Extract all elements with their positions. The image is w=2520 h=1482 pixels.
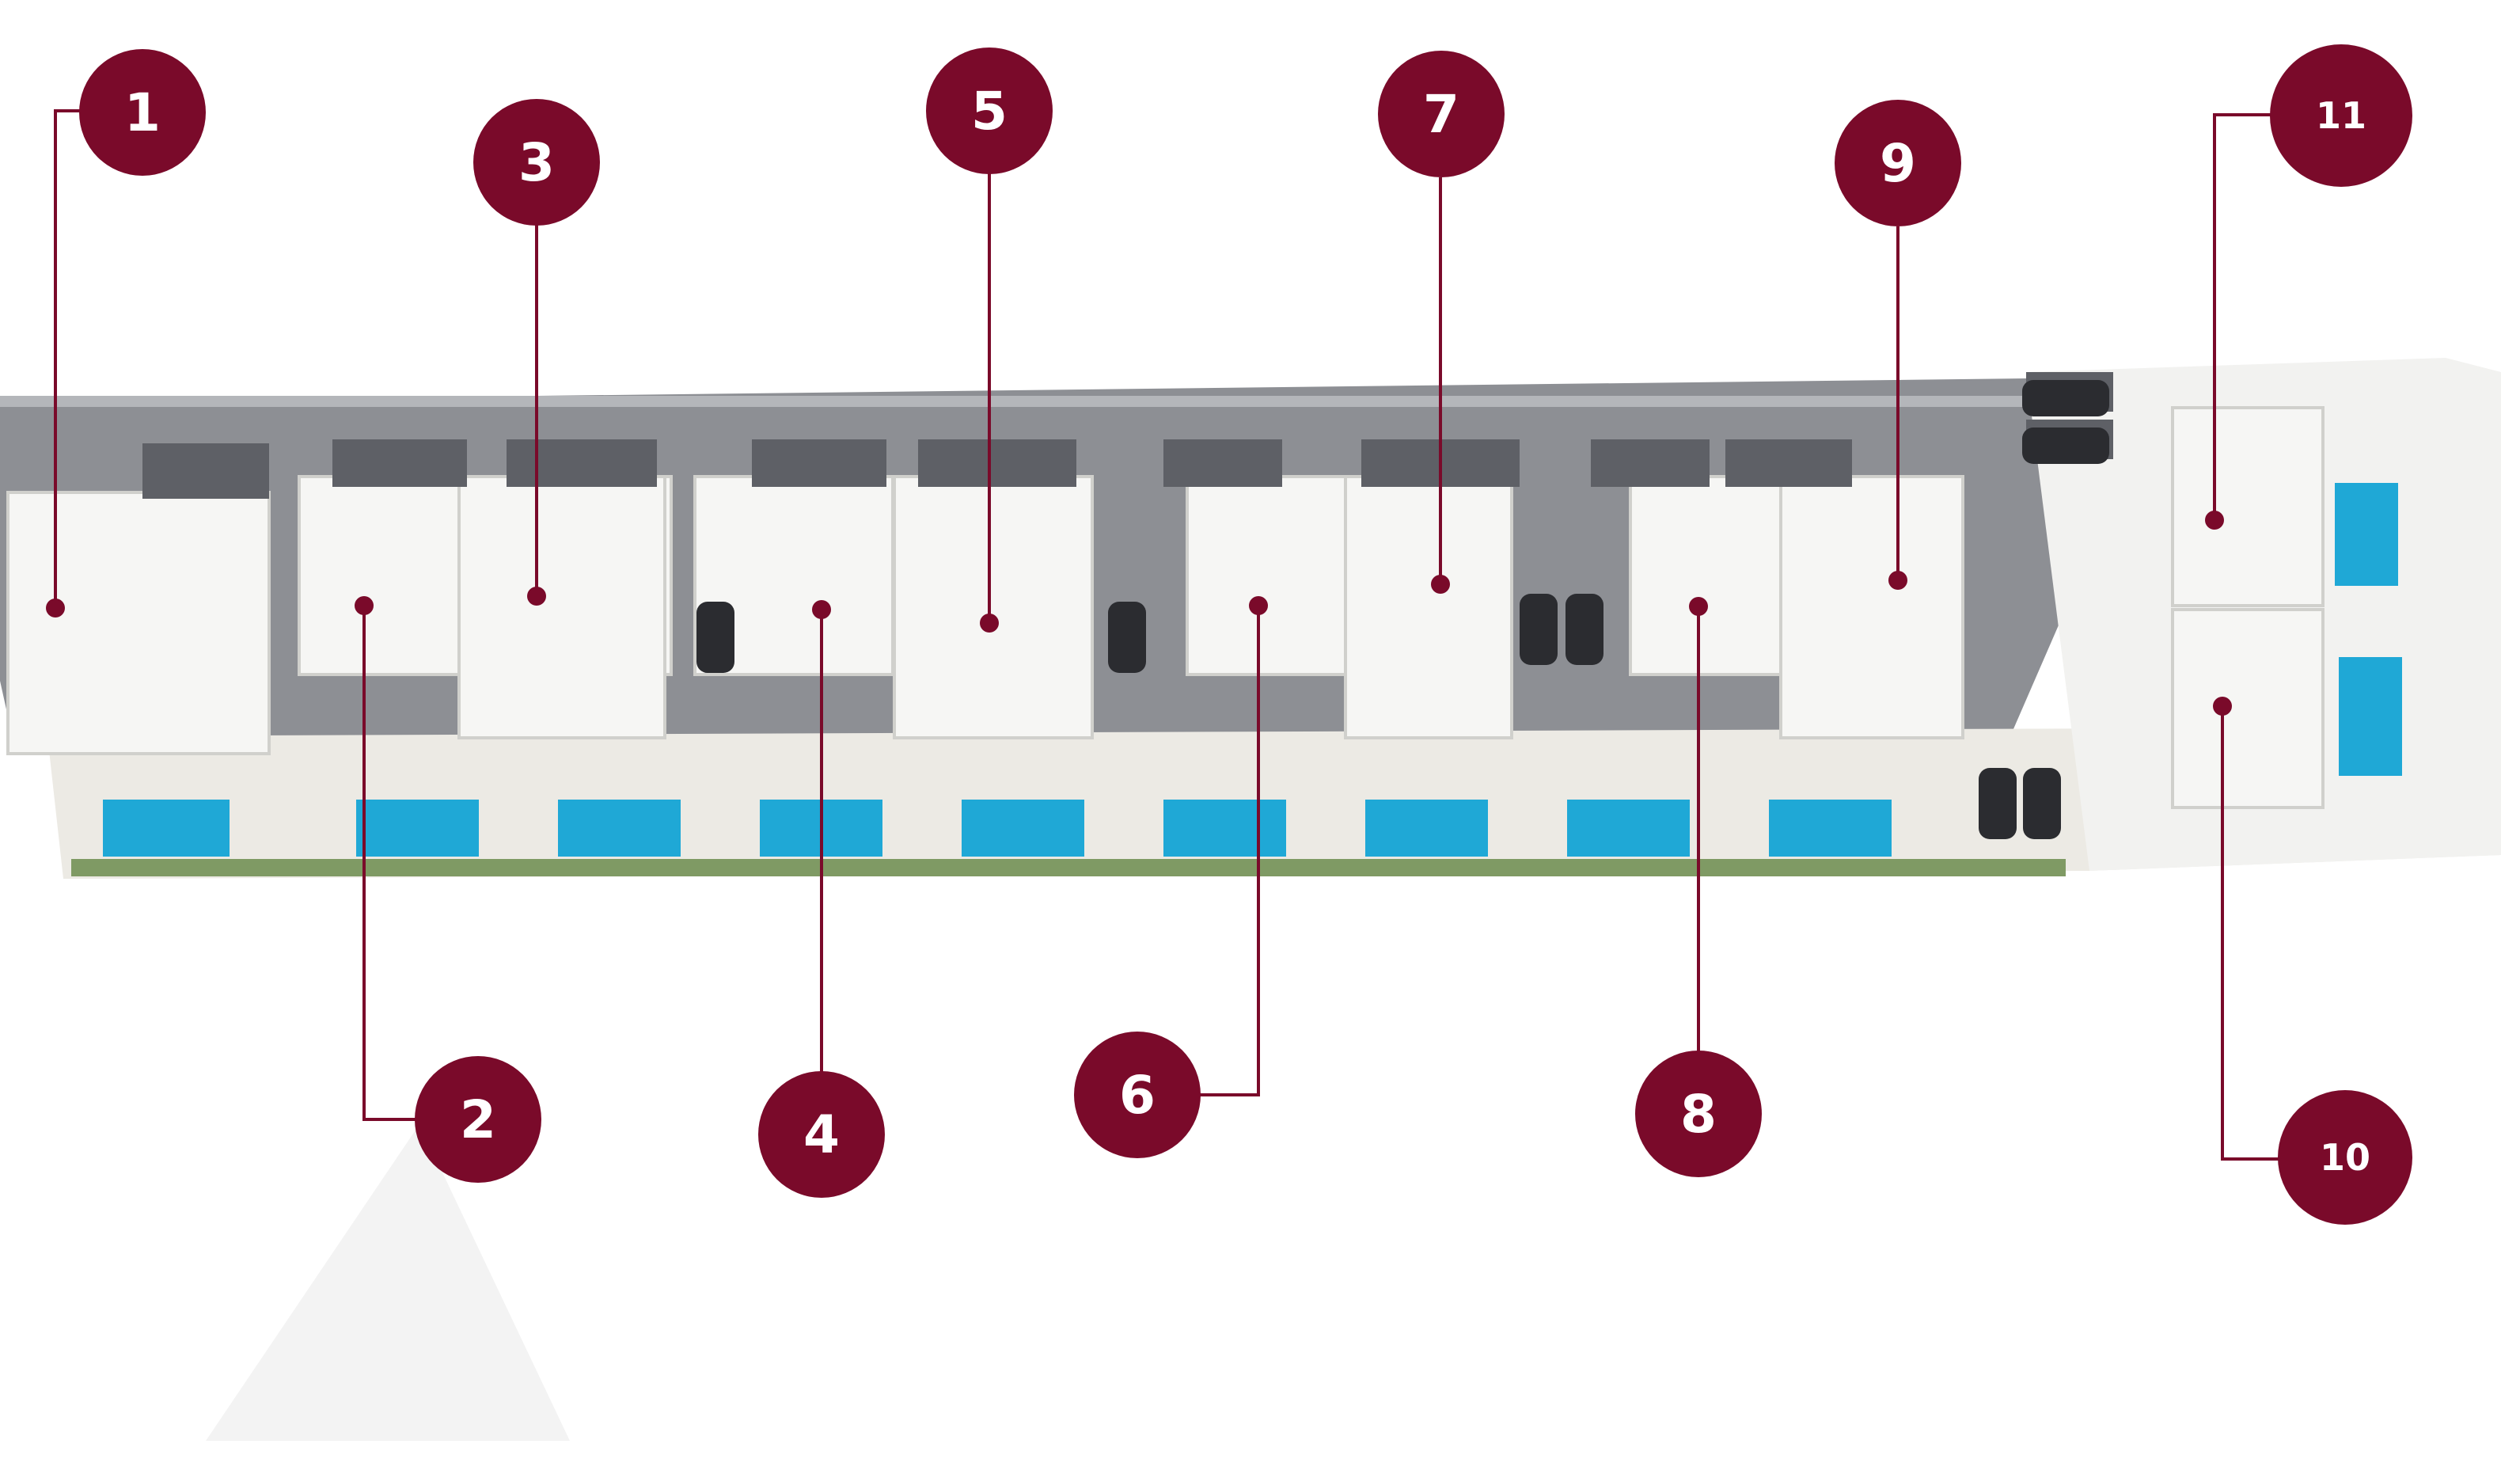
leader-lines: [54, 109, 2279, 1161]
unit-marker-11-label: 11: [2315, 94, 2366, 137]
target-dot-2: [355, 596, 374, 615]
unit-marker-7-label: 7: [1423, 83, 1459, 145]
unit-marker-4[interactable]: 4: [758, 1071, 885, 1198]
leader-line-11: [2213, 113, 2279, 520]
unit-marker-6-label: 6: [1119, 1064, 1156, 1126]
unit-marker-7[interactable]: 7: [1378, 51, 1505, 177]
target-dot-10: [2213, 697, 2232, 716]
target-dot-3: [527, 587, 546, 606]
light-cone: [206, 1124, 570, 1441]
unit-marker-1[interactable]: 1: [79, 49, 206, 176]
unit-marker-3-label: 3: [518, 131, 555, 193]
building-blocks: [6, 406, 2325, 809]
target-dot-11: [2205, 511, 2224, 530]
target-dot-1: [46, 598, 65, 618]
unit-marker-2-label: 2: [460, 1089, 496, 1150]
unit-marker-4-label: 4: [803, 1104, 840, 1165]
unit-marker-8-label: 8: [1680, 1083, 1717, 1145]
unit-marker-9[interactable]: 9: [1835, 100, 1961, 226]
target-dot-8: [1689, 597, 1708, 616]
unit-marker-3[interactable]: 3: [473, 99, 600, 226]
unit-marker-2[interactable]: 2: [415, 1056, 541, 1183]
unit-marker-5[interactable]: 5: [926, 48, 1053, 174]
pools: [103, 483, 2402, 857]
unit-marker-5-label: 5: [971, 80, 1008, 142]
unit-marker-10-label: 10: [2319, 1136, 2370, 1179]
target-dot-6: [1249, 596, 1268, 615]
unit-target-dots: [46, 511, 2232, 716]
unit-marker-1-label: 1: [124, 82, 161, 143]
leader-line-10: [2221, 706, 2279, 1161]
unit-marker-8[interactable]: 8: [1635, 1051, 1762, 1177]
target-dot-4: [812, 600, 831, 619]
leader-line-6: [1199, 606, 1260, 1096]
hedge-strip: [71, 859, 2066, 876]
target-dot-5: [980, 614, 999, 633]
target-dot-9: [1888, 571, 1907, 590]
unit-marker-9-label: 9: [1880, 132, 1916, 194]
unit-marker-11[interactable]: 11: [2270, 44, 2412, 187]
unit-marker-10[interactable]: 10: [2278, 1090, 2412, 1225]
cars: [696, 380, 2109, 839]
target-dot-7: [1431, 575, 1450, 594]
road-edge: [0, 396, 2050, 407]
leader-line-2: [362, 606, 427, 1121]
unit-marker-6[interactable]: 6: [1074, 1032, 1201, 1158]
